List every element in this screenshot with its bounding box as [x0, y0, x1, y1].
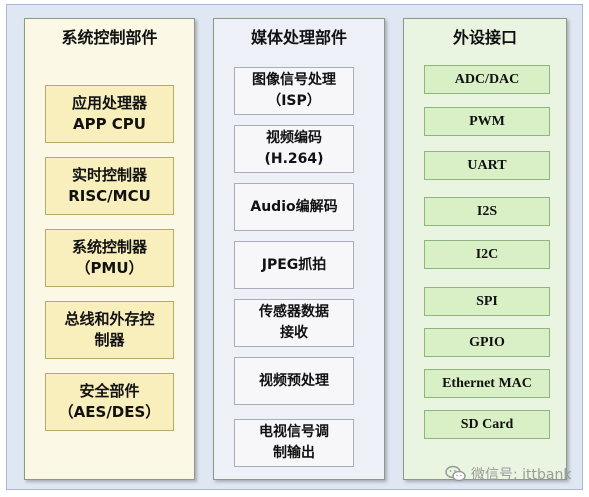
watermark-text: 微信号: ittbank	[471, 467, 572, 483]
media-item-1: 图像信号处理 （ISP）	[234, 67, 354, 115]
watermark: 微信号: ittbank	[445, 462, 585, 486]
system-item-1: 应用处理器 APP CPU	[45, 85, 174, 143]
media-item-4: JPEG抓拍	[234, 241, 354, 289]
system-control-title: 系统控制部件	[61, 28, 158, 47]
diagram-background: 系统控制部件 应用处理器 APP CPU 实时控制器 RISC/MCU 系统控制器 …	[6, 4, 583, 490]
wechat-icon	[445, 465, 466, 482]
peripheral-interface-panel: 外设接口 ADC/DAC PWM UART I2S I2C SPI GPIO Ethernet…	[403, 18, 567, 480]
peripheral-interface-title: 外设接口	[452, 28, 517, 47]
io-item-1: ADC/DAC	[424, 65, 550, 94]
media-processing-panel: 媒体处理部件 图像信号处理 （ISP） 视频编码 (H.264) Audio编解码 J…	[213, 18, 385, 480]
io-item-4: I2S	[424, 197, 550, 226]
io-item-2: PWM	[424, 107, 550, 136]
media-item-5: 传感器数据 接收	[234, 299, 354, 347]
io-item-7: GPIO	[424, 328, 550, 357]
system-item-2: 实时控制器 RISC/MCU	[45, 157, 174, 215]
media-item-7: 电视信号调 制输出	[234, 419, 354, 467]
io-item-9: SD Card	[424, 410, 550, 439]
media-item-3: Audio编解码	[234, 183, 354, 231]
io-item-5: I2C	[424, 240, 550, 269]
system-item-5: 安全部件 （AES/DES）	[45, 373, 174, 431]
media-processing-title: 媒体处理部件	[250, 28, 347, 47]
system-item-3: 系统控制器 （PMU）	[45, 229, 174, 287]
io-item-6: SPI	[424, 287, 550, 316]
system-control-panel: 系统控制部件 应用处理器 APP CPU 实时控制器 RISC/MCU 系统控制器 …	[24, 18, 195, 480]
system-item-4: 总线和外存控 制器	[45, 301, 174, 359]
io-item-8: Ethernet MAC	[424, 369, 550, 398]
media-item-6: 视频预处理	[234, 357, 354, 405]
io-item-3: UART	[424, 151, 550, 180]
media-item-2: 视频编码 (H.264)	[234, 125, 354, 173]
